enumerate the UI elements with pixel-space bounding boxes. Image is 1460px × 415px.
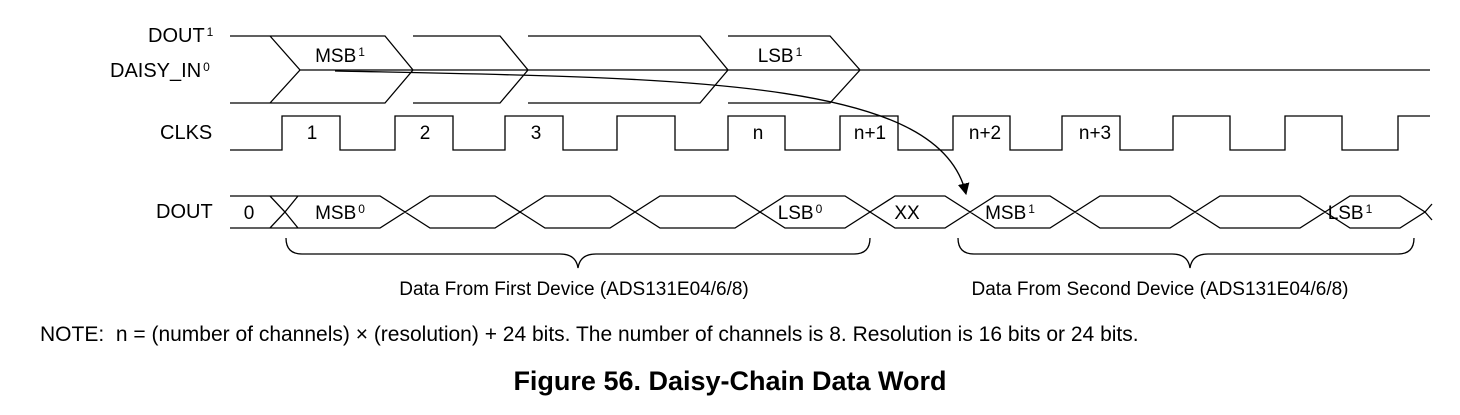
clock-pulse-label: n+1 xyxy=(854,123,886,144)
clock-pulse-label: n xyxy=(753,123,764,144)
first-device-brace xyxy=(285,237,871,269)
dout-bit-label: XX xyxy=(894,203,920,224)
signal-label-dout: DOUT xyxy=(156,201,213,223)
daisy-in-waveform xyxy=(230,35,1430,104)
second-device-label: Data From Second Device (ADS131E04/6/8) xyxy=(971,279,1348,300)
clock-pulse-label: 1 xyxy=(307,123,318,144)
dout-waveform xyxy=(230,195,1433,229)
dout-bit-label: 0 xyxy=(244,203,255,224)
figure-caption: Figure 56. Daisy-Chain Data Word xyxy=(513,366,947,396)
daisy-chain-arrow xyxy=(334,70,970,196)
clock-pulse-label: 3 xyxy=(531,123,542,144)
clock-pulse-label: 2 xyxy=(420,123,431,144)
clock-pulse-labels: 1 2 3 n n+1 n+2 n+3 xyxy=(307,123,1111,144)
note-text: NOTE: n = (number of channels) × (resolu… xyxy=(40,323,1139,346)
clock-pulse-label: n+3 xyxy=(1079,123,1111,144)
signal-label-clks: CLKS xyxy=(160,122,212,144)
second-device-brace xyxy=(957,237,1415,269)
clks-waveform xyxy=(230,115,1430,151)
first-device-label: Data From First Device (ADS131E04/6/8) xyxy=(399,279,749,300)
clock-pulse-label: n+2 xyxy=(969,123,1001,144)
